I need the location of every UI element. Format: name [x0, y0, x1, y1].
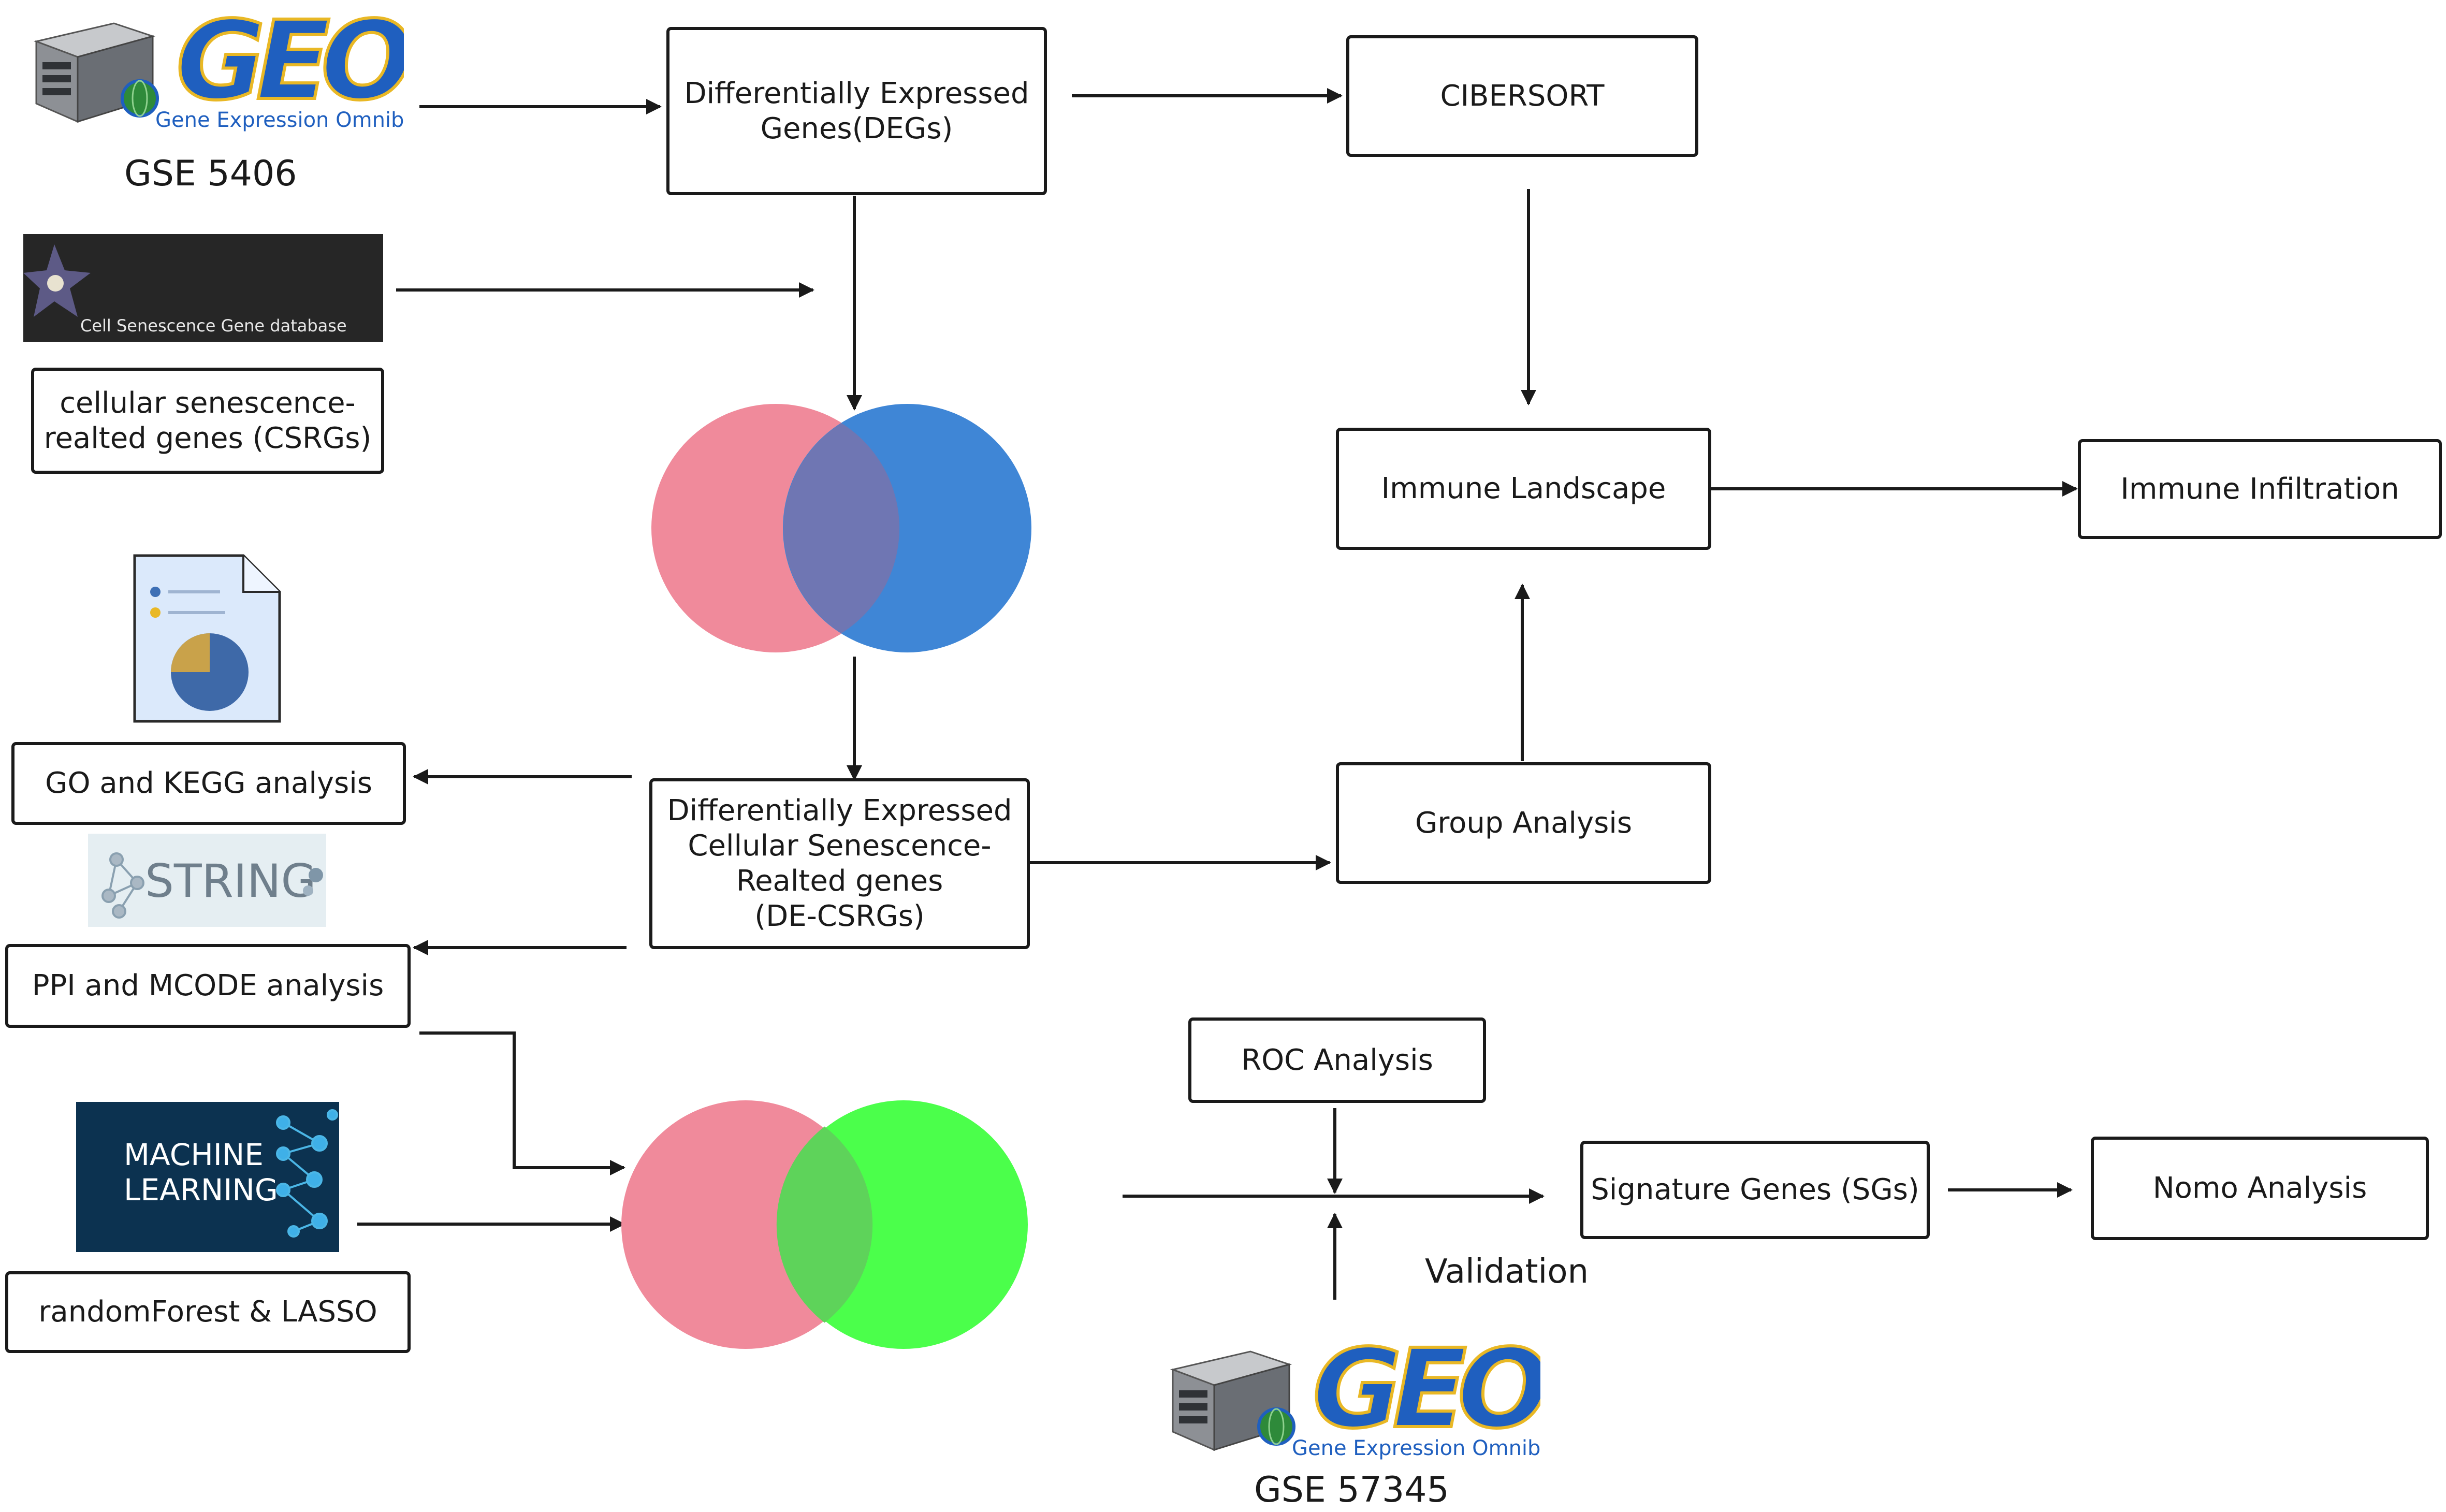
box-de-csrgs: Differentially Expressed Cellular Senesc…: [649, 778, 1030, 949]
venn-diagram-degs-csrgs: [651, 404, 1031, 652]
csgene-banner-text: Cell Senescence Gene database: [80, 316, 347, 336]
venn-diagram-ppi-ml: [621, 1100, 1028, 1349]
dataset-label-gse57345: GSE 57345: [1254, 1470, 1449, 1510]
neural-network-icon: [276, 1109, 338, 1238]
box-immune-infiltration: Immune Infiltration: [2078, 439, 2442, 539]
venn-overlap-de-csrgs: [783, 423, 899, 633]
ml-banner-line2: LEARNING: [124, 1172, 278, 1208]
box-nomo-analysis: Nomo Analysis: [2091, 1137, 2429, 1240]
geo-logo-word: GEO: [176, 3, 404, 124]
box-ppi-mcode: PPI and MCODE analysis: [5, 944, 411, 1028]
arrow-ppi-to-venn2: [419, 1031, 625, 1175]
string-logo: STRING: [88, 834, 326, 927]
venn-overlap-signature: [776, 1126, 873, 1323]
box-group-analysis: Group Analysis: [1336, 762, 1711, 884]
geo-logo-subtitle: Gene Expression Omnibus: [155, 108, 404, 132]
geo-logo-subtitle: Gene Expression Omnibus: [1292, 1436, 1540, 1460]
box-signature-genes: Signature Genes (SGs): [1580, 1141, 1930, 1239]
machine-learning-banner: MACHINE LEARNING: [76, 1102, 339, 1252]
globe-icon: [121, 79, 159, 118]
box-random-forest-lasso: randomForest & LASSO: [5, 1271, 411, 1353]
dataset-label-gse5406: GSE 5406: [124, 153, 297, 194]
geo-logo-bottom: GEO Gene Expression Omnibus: [1168, 1324, 1565, 1465]
star-cell-icon: [23, 244, 91, 317]
box-roc-analysis: ROC Analysis: [1188, 1017, 1486, 1103]
string-logo-text: STRING: [145, 854, 316, 908]
box-degs: Differentially Expressed Genes(DEGs): [666, 27, 1047, 195]
pie-chart-icon: [171, 633, 249, 711]
report-document-icon: [132, 553, 282, 724]
csgene-database-banner: Cell Senescence Gene database: [23, 234, 383, 342]
network-icon: [101, 852, 144, 919]
geo-logo-word: GEO: [1313, 1331, 1540, 1452]
box-csrgs: cellular senescence- realted genes (CSRG…: [31, 368, 384, 474]
box-cibersort: CIBERSORT: [1346, 35, 1698, 157]
box-immune-landscape: Immune Landscape: [1336, 428, 1711, 550]
geo-logo-top: GEO Gene Expression Omnibus: [31, 0, 428, 137]
globe-icon: [1257, 1407, 1295, 1446]
validation-label: Validation: [1425, 1253, 1589, 1291]
box-go-kegg: GO and KEGG analysis: [11, 742, 406, 825]
ml-banner-line1: MACHINE: [124, 1137, 264, 1172]
